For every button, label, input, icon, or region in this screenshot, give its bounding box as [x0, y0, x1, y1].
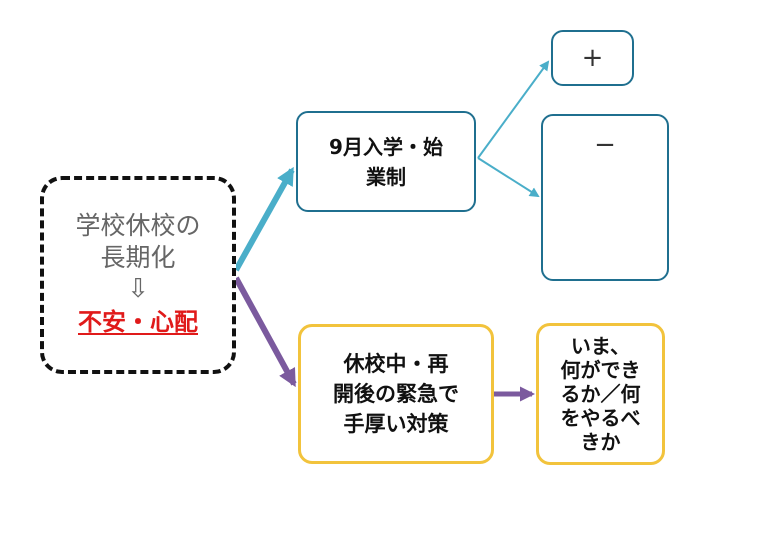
node-taisaku-line-3: 手厚い対策	[343, 412, 449, 436]
node-plus: +	[551, 30, 634, 86]
node-ima-line-1: いま、	[570, 334, 631, 358]
node-taisaku-line-2: 開後の緊急で	[333, 382, 459, 406]
arrow-9gatsu-to-plus	[477, 60, 550, 159]
node-9gatsu-line-1: 9月入学・始	[329, 134, 443, 159]
node-ima: いま、 何ができ るか／何 をやるべ きか	[536, 323, 665, 465]
minus-label: −	[594, 130, 616, 160]
root-node: 学校休校の 長期化 ⇩ 不安・心配	[40, 176, 236, 374]
arrow-9gatsu-to-minus	[477, 157, 540, 198]
node-9gatsu-line-2: 業制	[366, 164, 406, 189]
down-arrow-icon: ⇩	[127, 274, 149, 304]
node-ima-line-2: 何ができ	[560, 358, 641, 382]
arrow-root-to-taisaku	[233, 276, 297, 388]
node-taisaku: 休校中・再 開後の緊急で 手厚い対策	[298, 324, 494, 464]
plus-label: +	[581, 43, 604, 73]
node-9gatsu: 9月入学・始 業制	[296, 111, 476, 212]
node-ima-line-5: きか	[580, 430, 621, 454]
node-minus: −	[541, 114, 669, 281]
arrow-root-to-9gatsu	[233, 166, 295, 272]
root-line-2: 長期化	[100, 243, 176, 272]
root-emphasis-text: 不安・心配	[78, 308, 198, 336]
root-line-1: 学校休校の	[75, 211, 201, 240]
node-ima-line-4: をやるべ	[560, 406, 641, 430]
node-ima-line-3: るか／何	[560, 382, 641, 406]
node-taisaku-line-1: 休校中・再	[343, 352, 449, 376]
